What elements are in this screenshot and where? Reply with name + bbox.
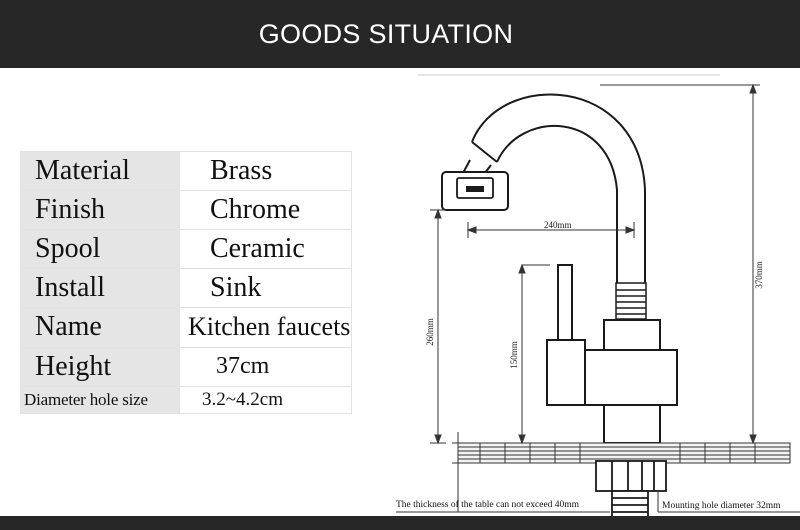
dim-label-240: 240mm — [544, 220, 572, 230]
page-title: GOODS SITUATION — [258, 18, 514, 49]
header-bar: GOODS SITUATION — [0, 0, 800, 68]
spec-label: Height — [20, 346, 180, 387]
spec-value: Sink — [179, 268, 352, 309]
spec-value: 3.2~4.2cm — [179, 385, 352, 415]
flex-neck — [615, 282, 647, 320]
spec-row-spool: Spool Ceramic — [20, 229, 352, 270]
spec-value: Brass — [179, 150, 352, 192]
mounting-nut — [595, 460, 667, 518]
dimension-150 — [518, 263, 550, 445]
spec-label: Diameter hole size — [20, 385, 180, 415]
spec-row-name: Name Kitchen faucets — [20, 307, 352, 348]
faucet-body — [546, 264, 678, 444]
dimension-240 — [466, 222, 636, 238]
spec-row-diameter: Diameter hole size 3.2~4.2cm — [20, 385, 352, 415]
table-thickness-marker — [396, 432, 800, 513]
spec-label: Material — [20, 150, 180, 192]
dimension-260 — [430, 208, 446, 445]
spec-label: Install — [20, 268, 180, 309]
spec-value: Ceramic — [179, 229, 352, 270]
dim-label-370: 370mm — [754, 261, 764, 289]
spray-head — [441, 171, 509, 211]
spec-value: Kitchen faucets — [179, 307, 352, 348]
footer-bar — [0, 516, 800, 530]
spec-label: Spool — [20, 229, 180, 270]
dimension-370 — [600, 83, 760, 445]
spec-label: Name — [20, 307, 180, 348]
countertop — [457, 442, 791, 464]
spec-table: Material Brass Finish Chrome Spool Ceram… — [20, 150, 352, 415]
dim-label-260: 260mm — [425, 318, 435, 346]
note-mounting-hole: Mounting hole diameter 32mm — [662, 501, 781, 511]
spec-row-material: Material Brass — [20, 150, 352, 192]
spec-row-install: Install Sink — [20, 268, 352, 309]
note-table-thickness: The thickness of the table can not excee… — [396, 499, 580, 510]
dim-label-150: 150mm — [509, 341, 519, 369]
